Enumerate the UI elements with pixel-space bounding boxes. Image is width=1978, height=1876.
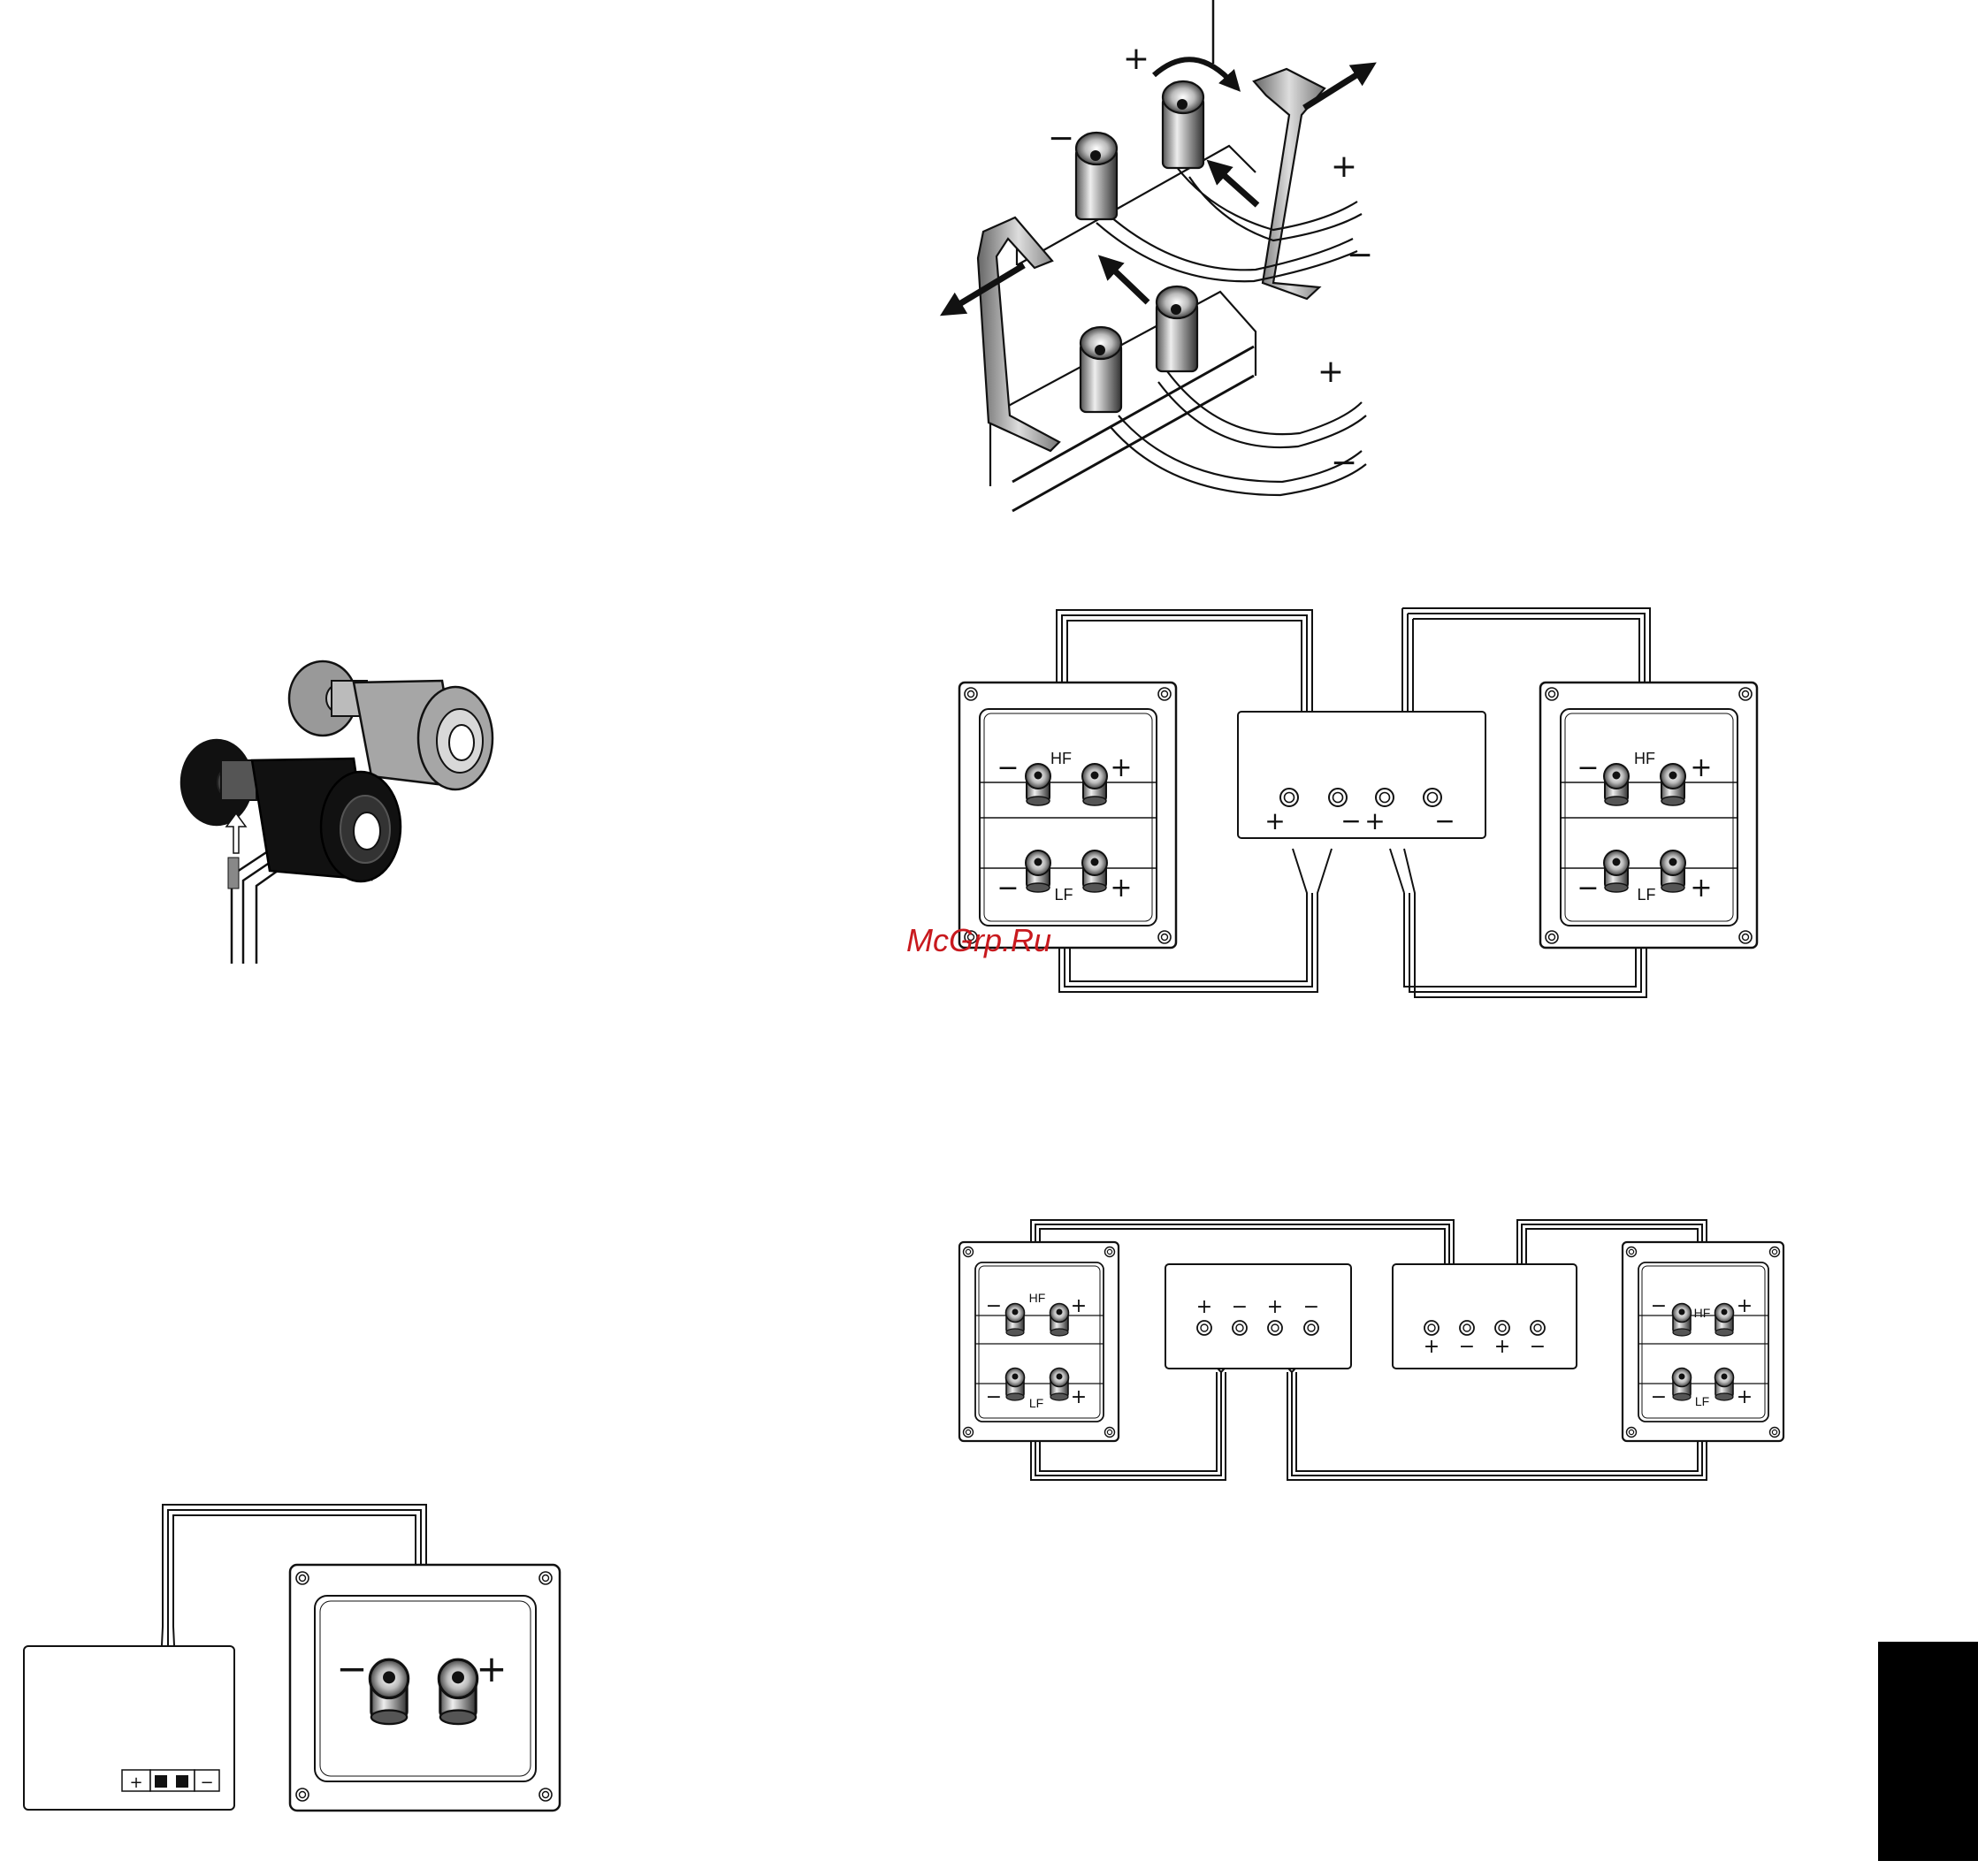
label-lf: LF (1637, 886, 1655, 904)
sign-wire2-plus: + (1317, 354, 1344, 390)
amp1-label-4: − (1303, 1296, 1319, 1318)
amp2-label-3: + (1494, 1336, 1510, 1358)
sign-wire2-minus: − (1331, 445, 1357, 481)
sign-wire1-plus: + (1331, 149, 1357, 185)
sign-hf-plus: + (1071, 1295, 1087, 1317)
sign-hf-minus: − (1577, 752, 1599, 783)
sign-wire1-minus: − (1347, 237, 1373, 273)
label-lf: LF (1695, 1394, 1709, 1408)
speaker: − + (290, 1565, 560, 1811)
amp-label-1: + (1264, 806, 1285, 835)
mounting-bracket-left (978, 217, 1059, 451)
binding-post-upper-plus (1163, 81, 1203, 168)
amp1-label-2: − (1232, 1296, 1248, 1318)
binding-post-closeup: + − + − + − (951, 0, 1373, 511)
binding-post-lower-minus (1081, 327, 1121, 412)
sign-hf-plus: + (1737, 1295, 1753, 1317)
amp-label-2: − (1340, 806, 1361, 835)
amp-plus: + (129, 1773, 142, 1792)
binding-post-lower-plus (1157, 286, 1197, 371)
sign-hf-plus: + (1690, 752, 1712, 783)
amplifier: + − (24, 1646, 234, 1810)
label-hf: HF (1694, 1306, 1711, 1320)
speaker-left: HF LF − + − + (959, 1242, 1119, 1441)
sign-lf-minus: − (1577, 873, 1599, 904)
sign-lf-plus: + (1737, 1386, 1753, 1408)
label-hf: HF (1029, 1291, 1046, 1305)
arrow-insert-upper (1216, 168, 1257, 205)
speaker-left: HF LF − + − + (959, 683, 1176, 948)
amp1-label-1: + (1196, 1296, 1212, 1318)
amp1-label-3: + (1267, 1296, 1283, 1318)
sign-lf-plus: + (1110, 873, 1132, 904)
amplifier: + − + − (1238, 712, 1485, 838)
sign-hf-minus: − (1651, 1295, 1667, 1317)
biamp-diagram: HF LF − + − + + − + − + − + − (959, 1220, 1783, 1480)
label-hf: HF (1634, 750, 1655, 767)
sign-top-minus: − (1048, 120, 1074, 156)
tighten-arrow (1154, 59, 1233, 84)
watermark: McGrp.Ru (906, 922, 1051, 958)
sign-lf-minus: − (1651, 1386, 1667, 1408)
sign-hf-minus: − (986, 1295, 1002, 1317)
amplifier-2: + − + − (1393, 1264, 1577, 1369)
label-lf: LF (1054, 886, 1073, 904)
speaker-right: HF LF − + − + (1540, 683, 1757, 948)
amplifier-1: + − + − (1165, 1264, 1351, 1369)
label-lf: LF (1029, 1396, 1043, 1410)
sign-lf-plus: + (1071, 1386, 1087, 1408)
amp-label-4: − (1434, 806, 1455, 835)
binding-post-upper-minus (1076, 133, 1117, 219)
label-hf: HF (1050, 750, 1072, 767)
speaker-plus: + (476, 1647, 507, 1690)
sign-lf-minus: − (986, 1386, 1002, 1408)
sign-lf-plus: + (1690, 873, 1712, 904)
amp2-label-2: − (1459, 1336, 1475, 1358)
amp-label-3: + (1364, 806, 1385, 835)
sign-lf-minus: − (997, 873, 1019, 904)
page-tab-marker (1878, 1642, 1978, 1861)
amp-minus: − (200, 1773, 213, 1792)
speaker-right: HF LF − + − + (1623, 1242, 1783, 1441)
amp2-label-1: + (1424, 1336, 1440, 1358)
biwire-diagram: HF LF − + − + + − + − (959, 608, 1757, 997)
sign-hf-plus: + (1110, 752, 1132, 783)
speaker-minus: − (336, 1647, 367, 1690)
sign-top-plus: + (1123, 41, 1149, 77)
amp2-label-4: − (1530, 1336, 1546, 1358)
terminal-insert-illustration (181, 661, 493, 964)
single-wire-diagram: + − − + (24, 1505, 560, 1811)
arrow-insert-lower (1107, 263, 1148, 302)
sign-hf-minus: − (997, 752, 1019, 783)
